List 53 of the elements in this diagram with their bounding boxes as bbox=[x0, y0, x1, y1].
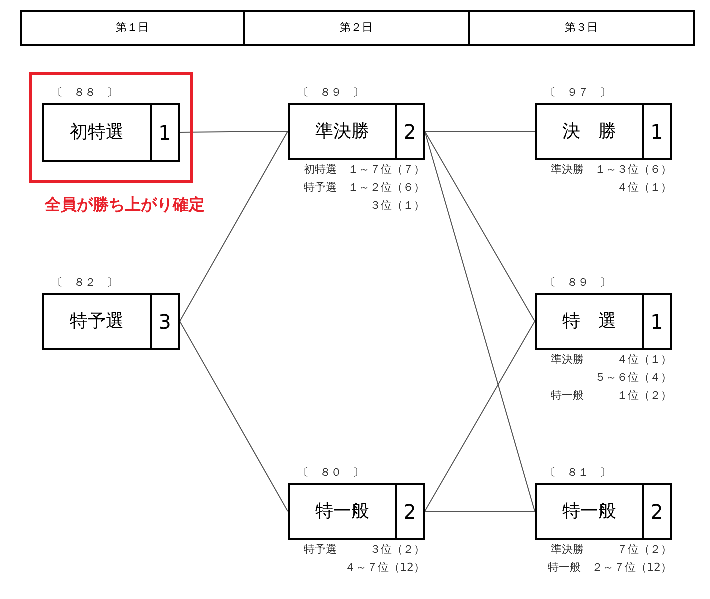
race-name: 特一般 bbox=[314, 500, 370, 524]
qualifier-note: 特予選 １～２位（６） bbox=[304, 182, 425, 193]
race-box bbox=[535, 103, 672, 160]
qualifier-note: ４～７位（12） bbox=[345, 562, 425, 573]
race-box bbox=[288, 103, 425, 160]
day-header-cell: 第１日 bbox=[20, 10, 245, 46]
race-name: 特予選 bbox=[69, 310, 125, 334]
day-header-cell: 第３日 bbox=[468, 10, 695, 46]
race-count: 1 bbox=[642, 105, 670, 158]
race-box bbox=[42, 103, 180, 162]
race-count: 1 bbox=[642, 295, 670, 348]
race-name: 特一般 bbox=[562, 500, 618, 524]
qualifier-note: 準決勝 ４位（１） bbox=[551, 354, 672, 365]
qualifier-note: 初特選 １～７位（７） bbox=[304, 164, 425, 175]
race-number-label: 〔 ８２ 〕 bbox=[52, 277, 118, 288]
qualifier-note: 準決勝 １～３位（６） bbox=[551, 164, 672, 175]
race-name: 特 選 bbox=[562, 310, 618, 334]
qualifier-note: ５～６位（４） bbox=[595, 372, 672, 383]
race-number-label: 〔 ８１ 〕 bbox=[545, 467, 611, 478]
race-count: 1 bbox=[150, 105, 178, 160]
race-number-label: 〔 ９７ 〕 bbox=[545, 87, 611, 98]
connector-line bbox=[424, 131, 536, 512]
note-text: 全員が勝ち上がり確定 bbox=[45, 194, 205, 216]
race-box bbox=[288, 483, 425, 540]
race-count: 2 bbox=[395, 485, 423, 538]
qualifier-note: 特一般 １位（２） bbox=[551, 390, 672, 401]
day-header-cell: 第２日 bbox=[243, 10, 470, 46]
connector-line bbox=[424, 131, 536, 322]
connector-line bbox=[180, 321, 288, 512]
qualifier-note: 準決勝 ７位（２） bbox=[551, 544, 672, 555]
connector-line bbox=[180, 131, 288, 322]
connector-line bbox=[424, 131, 536, 132]
qualifier-note: ４位（１） bbox=[617, 182, 672, 193]
race-box bbox=[535, 483, 672, 540]
race-number-label: 〔 ８９ 〕 bbox=[545, 277, 611, 288]
race-number-label: 〔 ８９ 〕 bbox=[298, 87, 364, 98]
race-name: 準決勝 bbox=[314, 120, 370, 144]
connector-line bbox=[424, 321, 536, 512]
race-number-label: 〔 ８８ 〕 bbox=[52, 87, 118, 98]
connector-line bbox=[424, 511, 536, 512]
race-box bbox=[42, 293, 180, 350]
race-name: 決 勝 bbox=[562, 120, 618, 144]
race-count: 2 bbox=[395, 105, 423, 158]
qualifier-note: 特一般 ２～７位（12） bbox=[548, 562, 672, 573]
race-count: 2 bbox=[642, 485, 670, 538]
qualifier-note: 特予選 ３位（２） bbox=[304, 544, 425, 555]
race-count: 3 bbox=[150, 295, 178, 348]
connector-line bbox=[180, 131, 288, 133]
qualifier-note: ３位（１） bbox=[370, 200, 425, 211]
highlight-frame bbox=[29, 72, 193, 183]
race-box bbox=[535, 293, 672, 350]
race-name: 初特選 bbox=[69, 121, 125, 145]
race-number-label: 〔 ８０ 〕 bbox=[298, 467, 364, 478]
